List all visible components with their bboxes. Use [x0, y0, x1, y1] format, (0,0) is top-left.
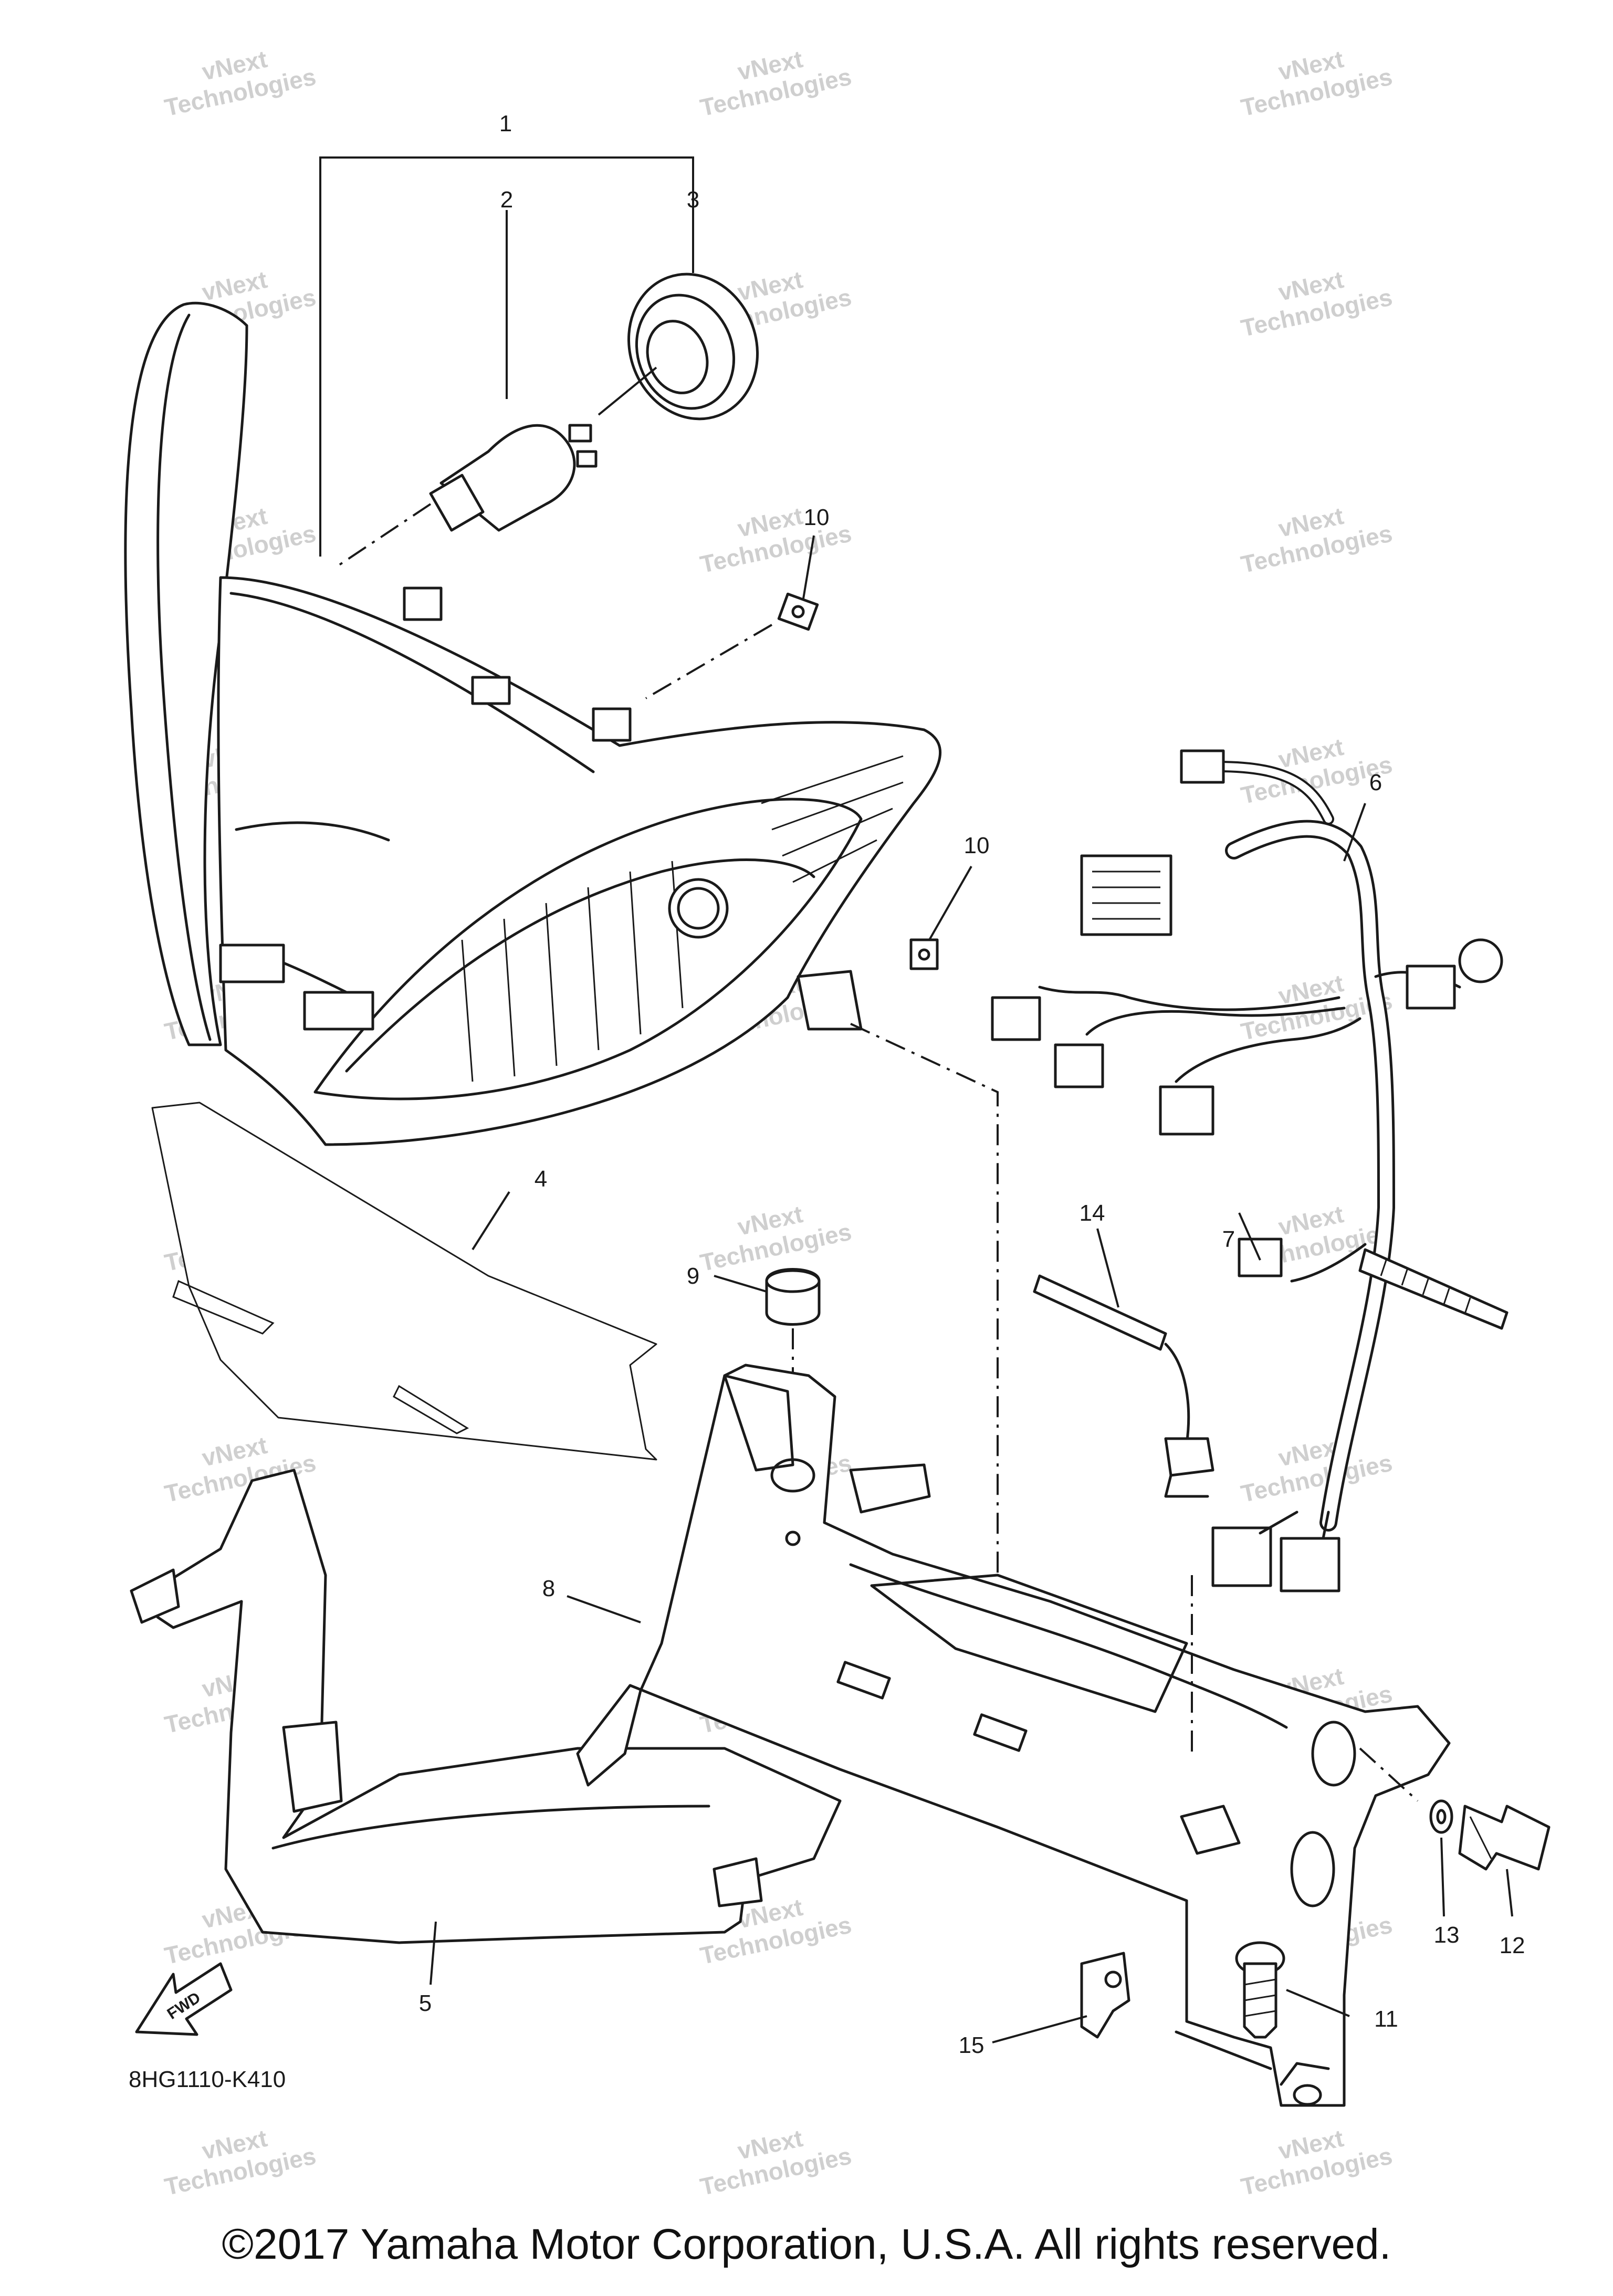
clamp	[1080, 1952, 1130, 2039]
cable-tie-14	[1033, 1274, 1214, 1498]
cover-sheet	[151, 1102, 657, 1461]
bolt-12	[1458, 1805, 1551, 1871]
callout-8: 8	[542, 1576, 555, 1601]
watermark-text: vNextTechnologies	[1233, 492, 1395, 578]
watermark-text: vNextTechnologies	[156, 2115, 318, 2200]
leader-lines	[319, 156, 1513, 2043]
headlight-stay	[576, 1364, 1451, 2107]
watermark-text: vNextTechnologies	[1233, 256, 1395, 342]
callout-15: 15	[959, 2032, 984, 2058]
watermark-text: vNextTechnologies	[692, 1191, 854, 1276]
cable-tie-7	[1358, 1248, 1509, 1330]
callout-10-upper: 10	[804, 505, 830, 530]
watermark-text: vNextTechnologies	[1233, 1422, 1395, 1507]
bulb-cover	[598, 272, 759, 421]
washer	[1429, 1799, 1453, 1834]
nut-lower	[909, 938, 939, 970]
callout-3: 3	[687, 187, 699, 213]
wire-harness	[991, 749, 1503, 1592]
callout-7: 7	[1222, 1226, 1235, 1252]
callout-labels: 1 2 3 4 5 6 7 8 9 10 10 11 12 13 14 15	[419, 111, 1525, 2058]
headlight-bulb	[335, 424, 598, 568]
callout-12: 12	[1500, 1933, 1525, 1958]
watermark-text: vNextTechnologies	[1233, 36, 1395, 121]
fwd-arrow-icon: FWD	[135, 1962, 233, 2036]
watermark-text: vNextTechnologies	[1233, 2115, 1395, 2200]
callout-13: 13	[1434, 1922, 1460, 1948]
callout-14: 14	[1080, 1200, 1105, 1226]
callout-11: 11	[1374, 2006, 1398, 2032]
callout-6: 6	[1369, 770, 1382, 795]
watermark-text: vNextTechnologies	[692, 2115, 854, 2200]
watermark-text: vNextTechnologies	[156, 36, 318, 121]
watermark-text: vNextTechnologies	[692, 36, 854, 121]
callout-1: 1	[499, 111, 512, 137]
callout-10-lower: 10	[964, 833, 990, 858]
lower-cowl-bracket	[130, 1469, 842, 1944]
watermark-text: vNextTechnologies	[692, 492, 854, 578]
headlight-assembly	[124, 301, 941, 1146]
part-code: 8HG1110-K410	[129, 2067, 286, 2092]
callout-9: 9	[687, 1263, 699, 1289]
bolt-11	[1175, 1941, 1285, 2070]
callout-4: 4	[535, 1166, 547, 1192]
nut-upper	[645, 592, 819, 699]
callout-2: 2	[500, 187, 513, 213]
callout-5: 5	[419, 1990, 432, 2016]
copyright-notice: ©2017 Yamaha Motor Corporation, U.S.A. A…	[222, 2220, 1391, 2268]
